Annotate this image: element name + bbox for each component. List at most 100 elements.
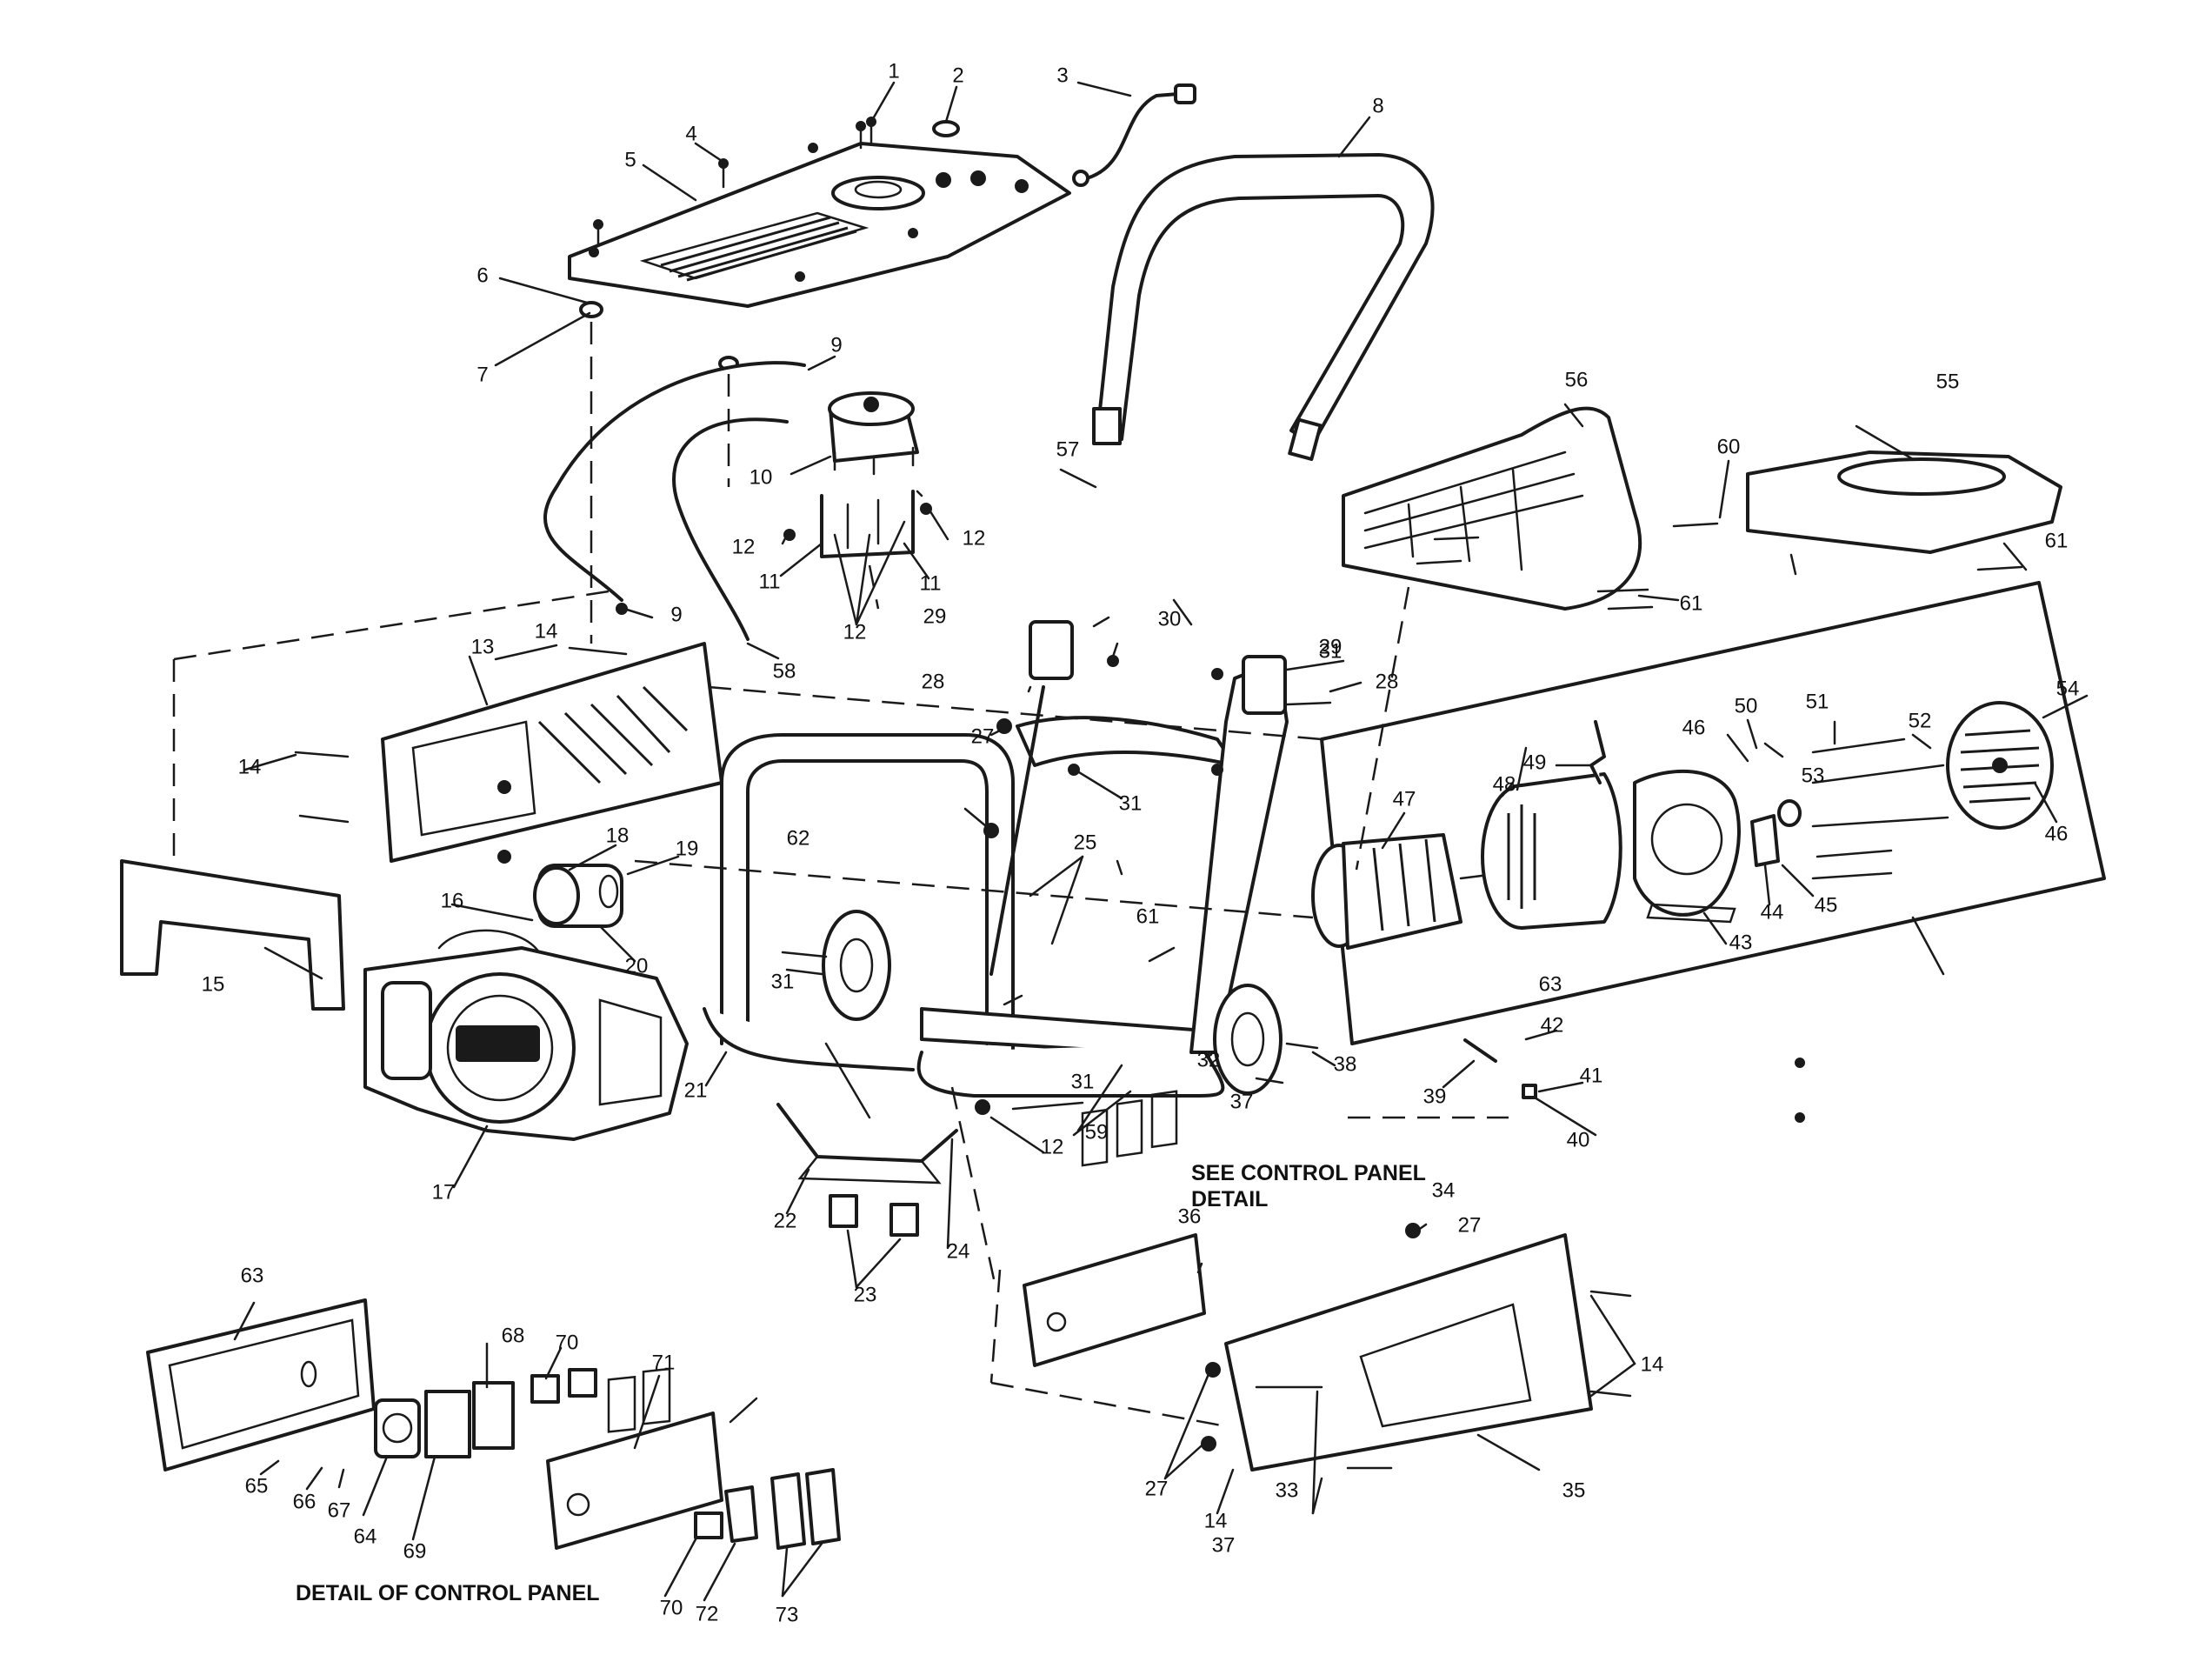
callout-number: 22 bbox=[774, 1209, 797, 1232]
control-panel-assembly-part bbox=[1023, 1090, 1206, 1367]
callout-number: 55 bbox=[1936, 370, 1960, 393]
see-control-panel-label: SEE CONTROL PANEL bbox=[1191, 1161, 1426, 1185]
callout-number: 73 bbox=[776, 1603, 799, 1626]
callout-number: 1 bbox=[888, 59, 899, 83]
callout-numbers: 1 2 3 4 5 6 7 8 9 9 10 11 11 12 12 12 12… bbox=[202, 59, 2080, 1626]
rear-shroud-part bbox=[1342, 406, 1642, 611]
callout-number: 37 bbox=[1230, 1090, 1254, 1113]
wheel-right-part bbox=[1213, 984, 1319, 1095]
brush-holder-part bbox=[1750, 814, 1780, 867]
callout-number: 7 bbox=[476, 363, 488, 386]
callout-number: 37 bbox=[1212, 1533, 1236, 1557]
callout-number: 17 bbox=[432, 1180, 456, 1204]
callout-number: 49 bbox=[1523, 751, 1547, 774]
vent-hose-part bbox=[672, 417, 789, 641]
callout-number: 19 bbox=[676, 837, 699, 860]
callout-number: 59 bbox=[1085, 1120, 1109, 1144]
callout-number: 45 bbox=[1815, 893, 1838, 917]
detail-of-control-panel-caption: DETAIL OF CONTROL PANEL bbox=[296, 1581, 600, 1605]
callout-number: 60 bbox=[1717, 435, 1741, 458]
callout-number: 10 bbox=[750, 465, 773, 489]
callout-number: 9 bbox=[670, 603, 682, 626]
callout-number: 33 bbox=[1276, 1478, 1299, 1502]
callout-number: 14 bbox=[1641, 1352, 1664, 1376]
wheel-left-part bbox=[781, 910, 891, 1021]
strap-part bbox=[1589, 720, 1606, 784]
callout-number: 44 bbox=[1761, 900, 1784, 924]
carburetor-part bbox=[533, 864, 623, 928]
callout-number: 40 bbox=[1567, 1128, 1590, 1151]
callout-number: 12 bbox=[843, 620, 867, 644]
callout-number: 63 bbox=[1539, 972, 1562, 996]
callout-number: 54 bbox=[2056, 677, 2080, 700]
callout-number: 31 bbox=[1319, 639, 1343, 663]
callout-number: 39 bbox=[1423, 1084, 1447, 1108]
callout-number: 27 bbox=[1458, 1213, 1482, 1237]
clip-part bbox=[1522, 1084, 1537, 1099]
fuel-cap-part bbox=[932, 120, 960, 137]
outlet-cover-part bbox=[724, 1485, 758, 1543]
callout-number: 4 bbox=[685, 122, 696, 145]
callout-number: 34 bbox=[1432, 1178, 1456, 1202]
control-box-housing-part bbox=[146, 1298, 376, 1471]
callout-number: 2 bbox=[952, 63, 963, 87]
callout-number: 65 bbox=[245, 1474, 269, 1498]
callout-number: 57 bbox=[1056, 437, 1080, 461]
callout-number: 31 bbox=[1071, 1070, 1095, 1093]
grommet-part bbox=[579, 301, 603, 318]
frame-part bbox=[703, 620, 1289, 1098]
callout-number: 48 bbox=[1493, 772, 1516, 796]
small-cover-part bbox=[694, 1512, 723, 1539]
callout-number: 9 bbox=[830, 333, 842, 357]
callout-number: 27 bbox=[1145, 1477, 1169, 1500]
callout-number: 20 bbox=[625, 954, 649, 978]
callout-number: 28 bbox=[922, 670, 945, 693]
stator-part bbox=[1481, 772, 1622, 930]
callout-number: 70 bbox=[660, 1596, 683, 1619]
washer-part bbox=[1777, 799, 1802, 827]
callout-number: 69 bbox=[403, 1539, 427, 1563]
callout-number: 46 bbox=[2045, 822, 2069, 845]
callout-number: 31 bbox=[1119, 791, 1143, 815]
engine-part bbox=[363, 929, 689, 1141]
top-cover-part bbox=[568, 142, 1071, 308]
end-grille-part bbox=[1946, 701, 2054, 830]
callout-number: 14 bbox=[238, 755, 262, 778]
callout-number: 16 bbox=[441, 889, 464, 912]
callout-number: 25 bbox=[1074, 831, 1097, 854]
callout-number: 31 bbox=[771, 970, 795, 993]
callout-number: 24 bbox=[947, 1239, 970, 1263]
callout-number: 11 bbox=[920, 571, 942, 595]
callout-number: 64 bbox=[354, 1525, 377, 1548]
callout-number: 71 bbox=[652, 1351, 676, 1374]
callout-number: 51 bbox=[1806, 690, 1829, 713]
callout-number: 12 bbox=[963, 526, 986, 550]
diode-part bbox=[1463, 1038, 1497, 1063]
callout-number: 14 bbox=[535, 619, 558, 643]
callout-number: 14 bbox=[1204, 1509, 1228, 1532]
callout-number: 12 bbox=[732, 535, 756, 558]
callout-number: 53 bbox=[1802, 764, 1825, 787]
callout-number: 36 bbox=[1178, 1205, 1202, 1228]
mount-bracket-part bbox=[776, 1103, 958, 1163]
callout-number: 52 bbox=[1909, 709, 1932, 732]
callout-number: 29 bbox=[1319, 635, 1343, 658]
receptacles-part bbox=[374, 1368, 597, 1458]
callout-number: 15 bbox=[202, 972, 225, 996]
screws-top bbox=[589, 117, 918, 282]
callout-number: 32 bbox=[1197, 1048, 1221, 1071]
callout-number: 61 bbox=[1680, 591, 1703, 615]
callout-number: 11 bbox=[759, 570, 781, 593]
callout-number: 58 bbox=[773, 659, 796, 683]
see-control-panel-detail-label: DETAIL bbox=[1191, 1187, 1268, 1211]
lower-side-panel-part bbox=[1224, 1233, 1593, 1471]
rotor-part bbox=[1311, 833, 1497, 950]
callout-number: 56 bbox=[1565, 368, 1589, 391]
callout-number: 23 bbox=[854, 1283, 877, 1306]
side-panel-part bbox=[381, 642, 723, 863]
callout-number: 63 bbox=[241, 1264, 264, 1287]
parts bbox=[120, 83, 2106, 1550]
callout-number: 5 bbox=[624, 148, 636, 171]
callout-number: 47 bbox=[1393, 787, 1416, 811]
